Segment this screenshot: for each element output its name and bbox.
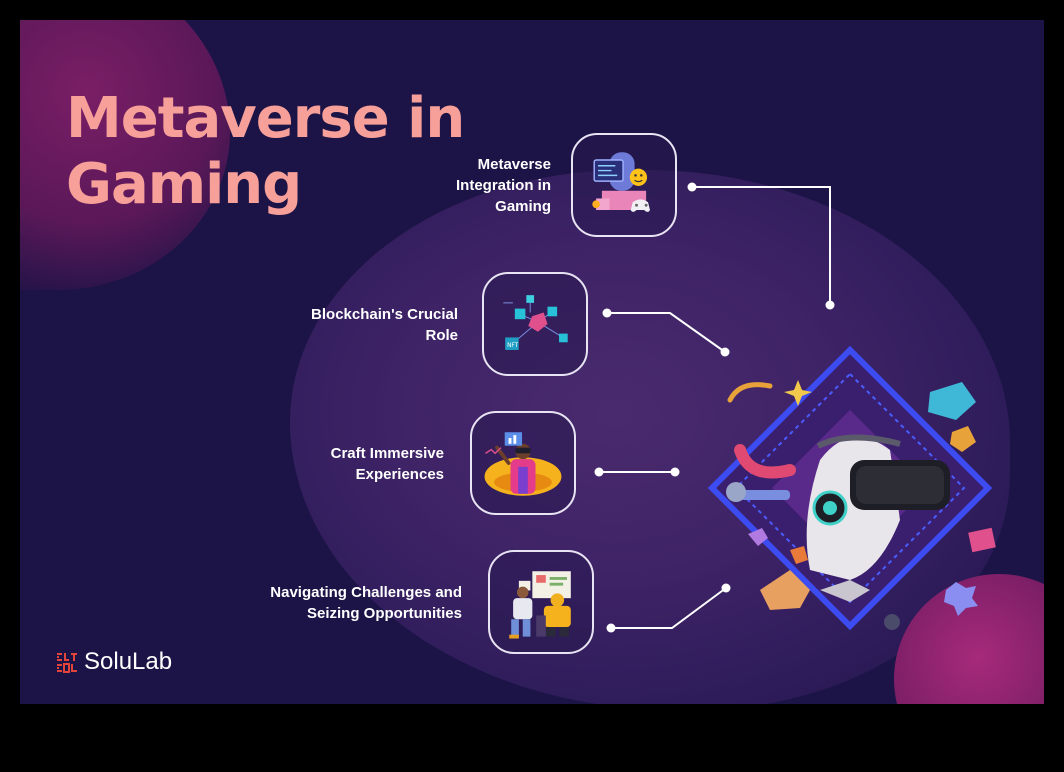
blockchain-icon: NFT	[503, 295, 568, 350]
vr-headset-illustration	[707, 345, 996, 631]
challenges-opportunities-icon	[509, 571, 571, 639]
solulab-mark-icon	[56, 651, 78, 673]
item-card-4	[488, 550, 594, 654]
item-label-1: Metaverse Integration in Gaming	[456, 156, 551, 215]
item-label-2: Blockchain's Crucial Role	[311, 306, 458, 344]
connector-line-1	[692, 186, 831, 305]
connector-line-4	[611, 587, 727, 629]
svg-text:NFT: NFT	[507, 343, 519, 349]
solulab-logo: SoluLab	[56, 648, 172, 676]
item-card-3	[470, 411, 576, 515]
brand-name: SoluLab	[84, 648, 173, 675]
item-label-3: Craft Immersive Experiences	[330, 445, 444, 483]
item-label-4: Navigating Challenges and Seizing Opport…	[270, 584, 462, 622]
item-card-2: NFT	[482, 272, 588, 376]
connector-lines	[594, 182, 835, 633]
infographic-canvas: Metaverse in Gaming Metaverse Integratio…	[20, 20, 1044, 704]
metaverse-integration-icon	[592, 152, 650, 212]
immersive-experience-icon	[484, 432, 562, 496]
connector-line-2	[607, 312, 726, 353]
item-card-1	[571, 133, 677, 237]
page-title: Metaverse in Gaming	[66, 86, 465, 217]
